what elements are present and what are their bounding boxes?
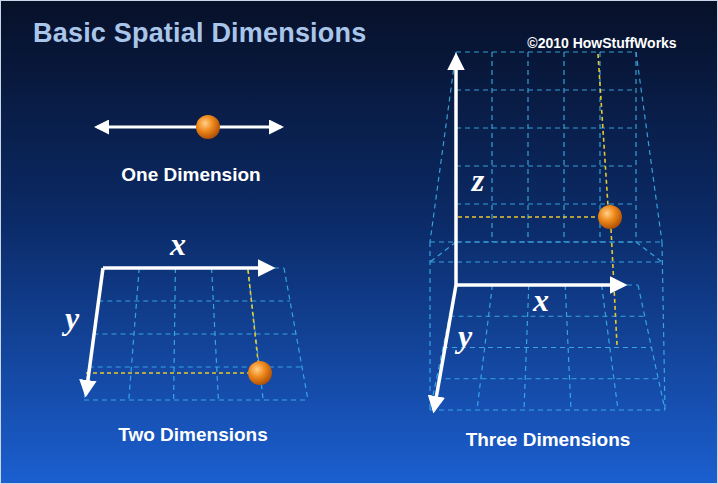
copyright-note: ©2010 HowStuffWorks	[527, 35, 676, 51]
axis-label: x	[533, 282, 549, 319]
axis-label: x	[170, 226, 186, 263]
panel-caption: Two Dimensions	[118, 424, 268, 446]
axis-label: y	[458, 318, 472, 355]
axis-label: y	[65, 300, 79, 337]
panel-caption: One Dimension	[121, 164, 260, 186]
diagram-title: Basic Spatial Dimensions	[33, 18, 366, 49]
axis-label: z	[472, 162, 484, 199]
panel-caption: Three Dimensions	[466, 429, 631, 451]
